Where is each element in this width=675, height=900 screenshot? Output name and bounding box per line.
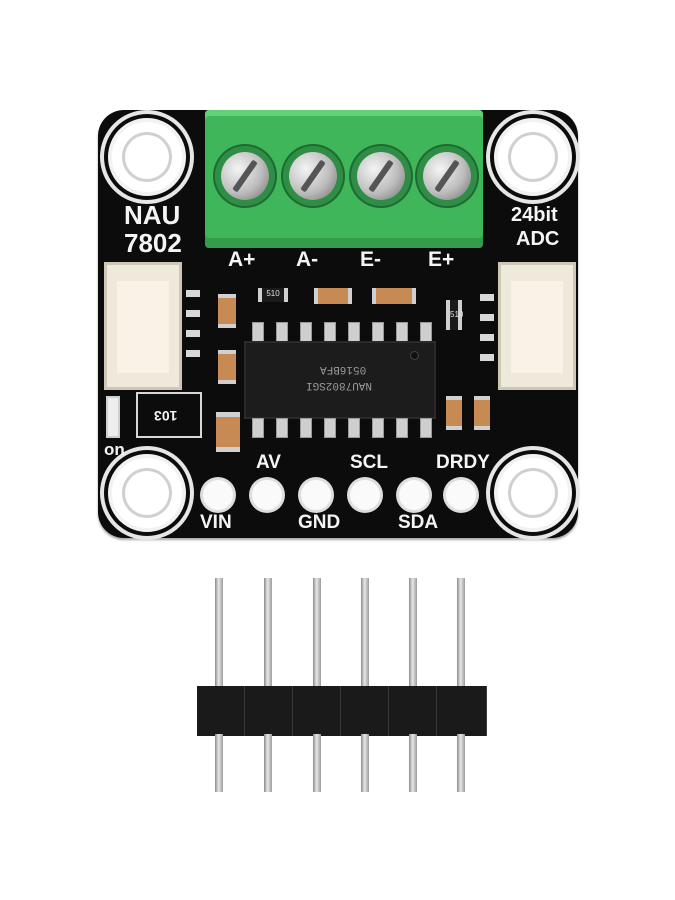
- led-label: on: [104, 440, 125, 459]
- pin-label-scl: SCL: [350, 452, 388, 473]
- solder-pad: [301, 480, 331, 510]
- solder-pad: [446, 480, 476, 510]
- jst-connector-right: [498, 262, 576, 390]
- pin-label-drdy: DRDY: [436, 452, 490, 473]
- ic-marking-line1: NAU7802SGI: [306, 379, 373, 391]
- pin-label-vin: VIN: [200, 512, 232, 533]
- pin-header-body: [197, 686, 487, 736]
- resistor-code: 103: [154, 408, 178, 424]
- ic-chip: NAU7802SGI 0516BFA: [244, 341, 436, 419]
- mounting-hole-icon: [494, 118, 572, 196]
- capacitor: [474, 396, 490, 430]
- solder-pad: [203, 480, 233, 510]
- mounting-hole-icon: [108, 454, 186, 532]
- terminal-label-a-plus: A+: [228, 248, 256, 271]
- capacitor: [216, 412, 240, 452]
- capacitor: [314, 288, 352, 304]
- screw-terminal-icon: [423, 152, 471, 200]
- chip-name-line2: 7802: [124, 228, 182, 258]
- power-led: [106, 396, 120, 438]
- solder-pad: [350, 480, 380, 510]
- pin-label-gnd: GND: [298, 512, 341, 533]
- resistor: 510: [258, 288, 288, 302]
- spec-line2: ADC: [516, 228, 560, 250]
- terminal-label-a-minus: A-: [296, 248, 319, 271]
- screw-terminal-icon: [221, 152, 269, 200]
- capacitor: [218, 294, 236, 328]
- capacitor: [218, 350, 236, 384]
- pin-label-sda: SDA: [398, 512, 439, 533]
- mounting-hole-icon: [108, 118, 186, 196]
- pin-label-av: AV: [256, 452, 281, 473]
- chip-name-line1: NAU: [124, 200, 181, 230]
- resistor-array: 103: [136, 392, 202, 438]
- resistor: 510: [446, 300, 463, 330]
- mounting-hole-icon: [494, 454, 572, 532]
- capacitor: [446, 396, 462, 430]
- terminal-label-e-plus: E+: [428, 248, 455, 271]
- solder-pad: [252, 480, 282, 510]
- screw-terminal-icon: [289, 152, 337, 200]
- screw-terminal-icon: [357, 152, 405, 200]
- screw-terminal-block: [205, 110, 483, 248]
- spec-line1: 24bit: [511, 204, 558, 226]
- terminal-label-e-minus: E-: [360, 248, 381, 271]
- solder-pad: [399, 480, 429, 510]
- jst-connector-left: [104, 262, 182, 390]
- capacitor: [372, 288, 416, 304]
- ic-marking-line2: 0516BFA: [320, 363, 367, 375]
